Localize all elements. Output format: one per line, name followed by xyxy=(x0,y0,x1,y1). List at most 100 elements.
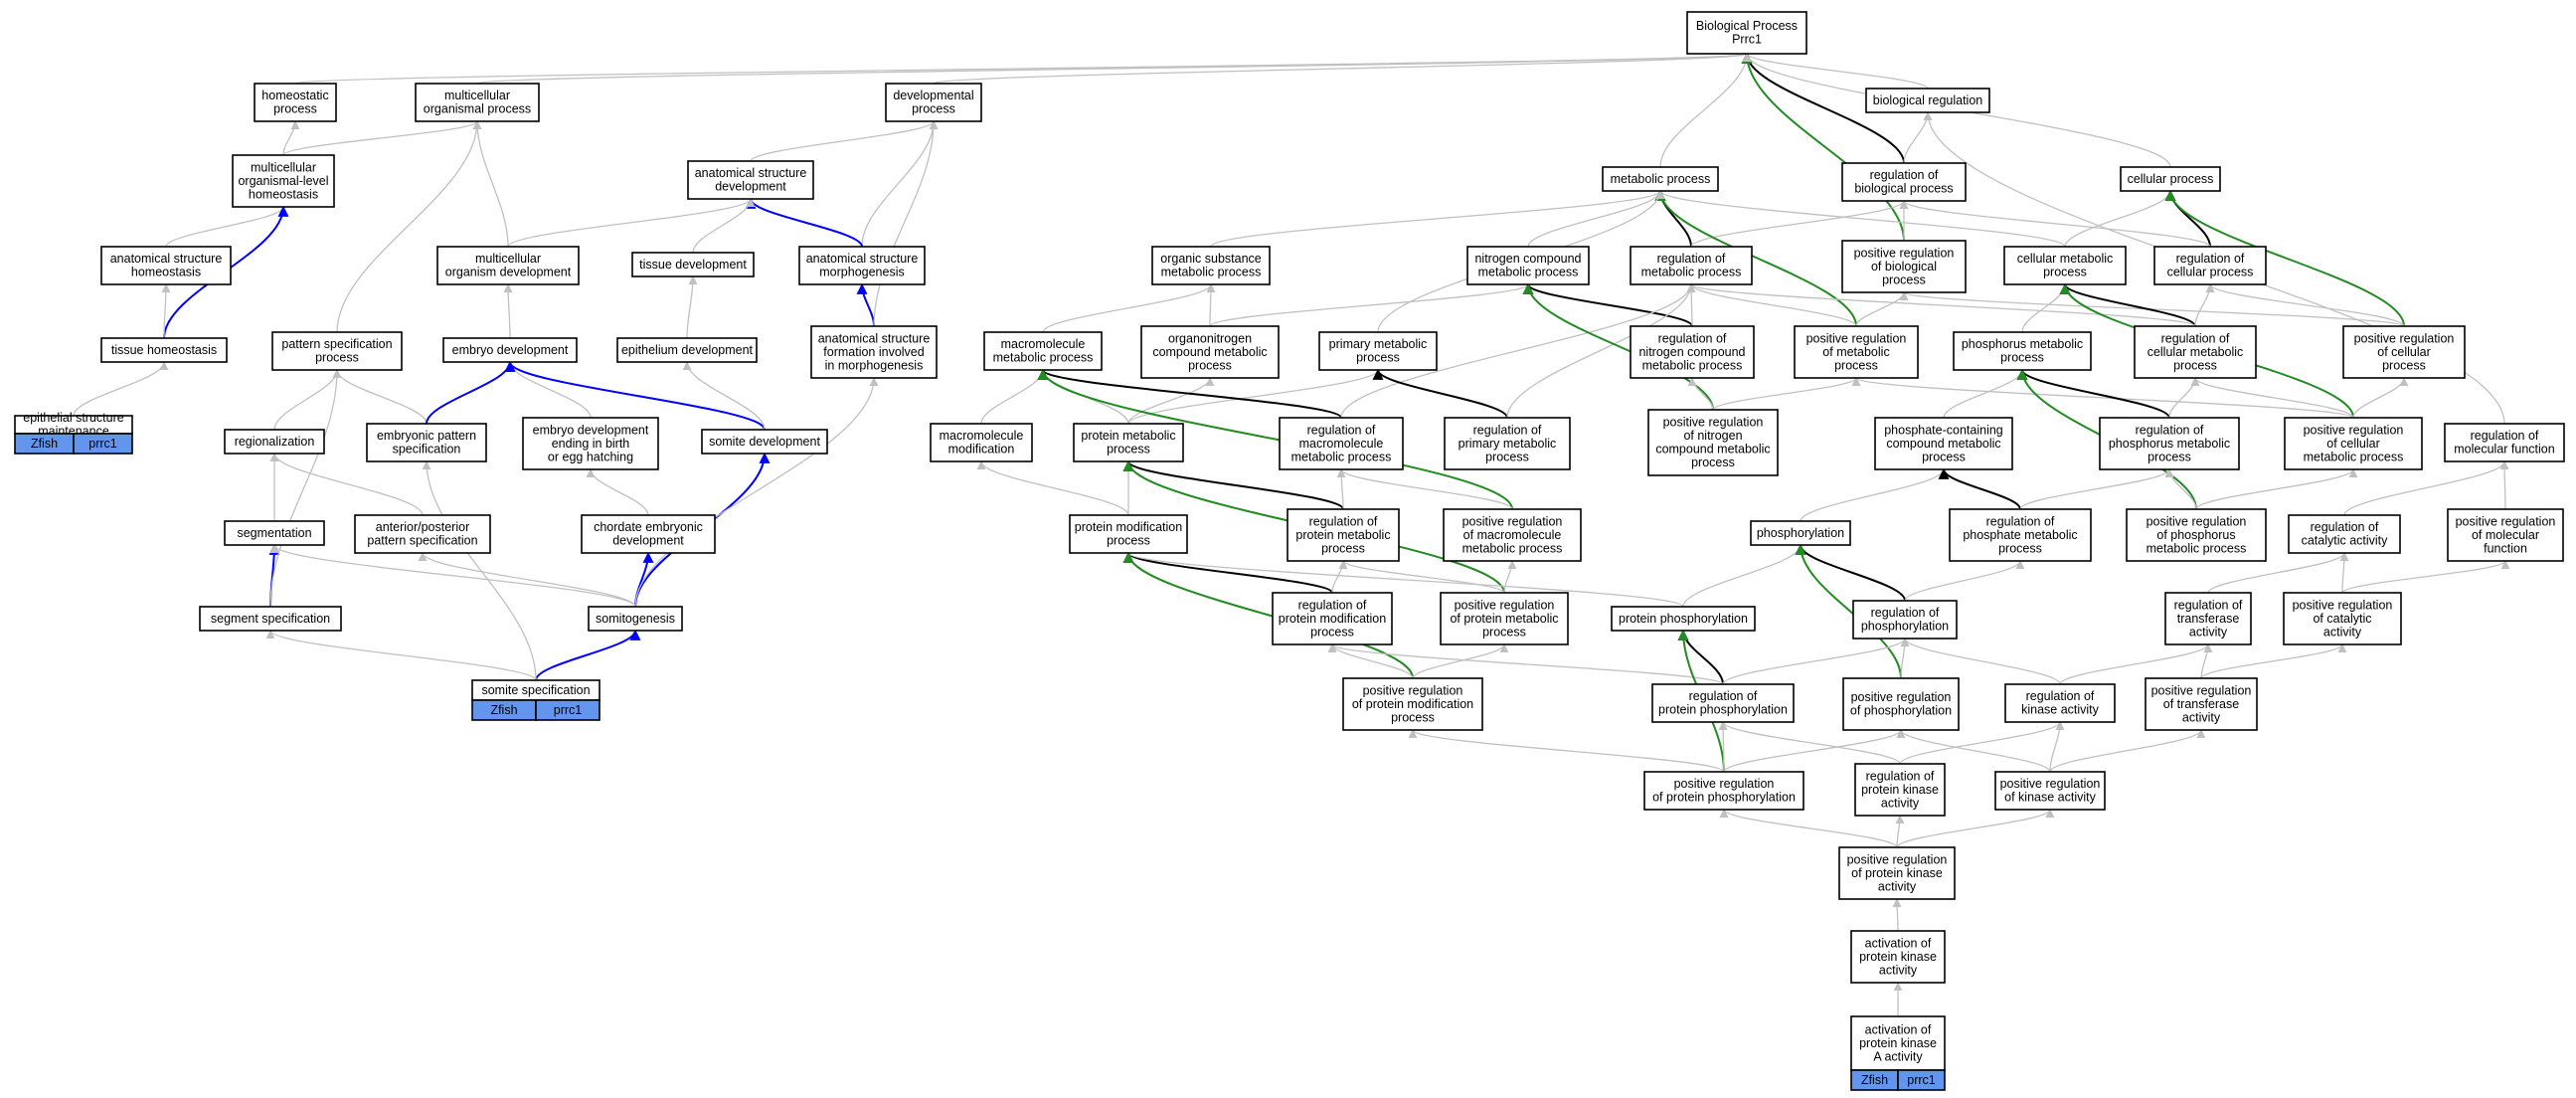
term-label-line: of catalytic xyxy=(2313,612,2371,626)
annotation-tag-prrc1[interactable]: prrc1 xyxy=(1897,1069,1946,1091)
term-label-line: regulation of xyxy=(2471,429,2539,443)
tag-label: prrc1 xyxy=(554,703,583,717)
edge-apps-to-reg xyxy=(269,453,424,516)
term-node-th[interactable]: tissue homeostasis xyxy=(100,337,228,363)
term-label-line: activity xyxy=(1879,963,1918,977)
term-box xyxy=(1794,325,1919,379)
edge-pphos-to-phos xyxy=(1682,544,1805,608)
term-node-phos[interactable]: phosphorylation xyxy=(1750,520,1851,546)
term-node-seg[interactable]: segmentation xyxy=(224,520,325,546)
term-node-tdev[interactable]: tissue development xyxy=(631,252,755,277)
annotation-tag-zfish[interactable]: Zfish xyxy=(471,699,537,721)
term-node-somd[interactable]: somite development xyxy=(701,429,828,455)
annotation-tag-prrc1[interactable]: prrc1 xyxy=(73,433,133,455)
term-node-epid[interactable]: epithelium development xyxy=(616,337,758,363)
term-node-breg[interactable]: biological regulation xyxy=(1865,88,1990,113)
edge-esm-to-th xyxy=(73,361,169,417)
term-box xyxy=(2004,683,2116,723)
term-node-somg[interactable]: somitogenesis xyxy=(588,606,683,632)
annotation-tag-zfish[interactable]: Zfish xyxy=(14,433,75,455)
term-label-line: Biological Process xyxy=(1696,19,1798,33)
annotation-tag-prrc1[interactable]: prrc1 xyxy=(535,699,601,721)
term-node-segspec[interactable]: segment specification xyxy=(199,606,342,632)
term-label-line: process xyxy=(1482,625,1526,639)
term-label-line: positive regulation xyxy=(2456,514,2556,528)
term-node-metp[interactable]: metabolic process xyxy=(1602,166,1719,192)
term-box xyxy=(415,83,540,122)
tag-label: prrc1 xyxy=(1907,1073,1936,1087)
term-node-reg[interactable]: regionalization xyxy=(224,429,325,455)
term-node-cellp[interactable]: cellular process xyxy=(2120,166,2221,192)
term-node-pphos[interactable]: protein phosphorylation xyxy=(1611,606,1756,632)
term-label-line: activity xyxy=(2189,625,2228,639)
term-label-line: biological process xyxy=(1854,182,1953,196)
annotation-tag-zfish[interactable]: Zfish xyxy=(1850,1069,1899,1091)
term-node-embd[interactable]: embryo development xyxy=(442,337,578,363)
